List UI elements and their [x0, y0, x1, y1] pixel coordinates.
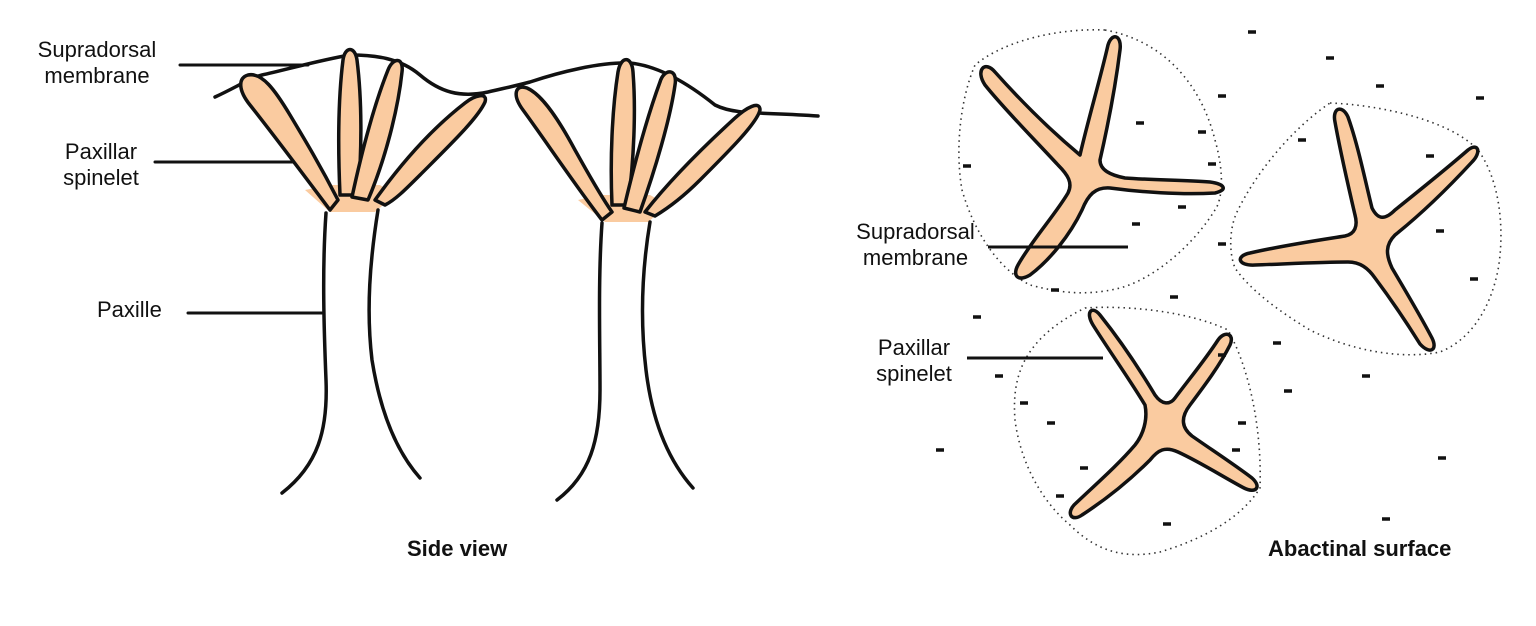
label-line: Supradorsal — [37, 37, 157, 62]
plate-outline-top — [958, 28, 1223, 294]
label-paxillar-spinelet: Paxillar spinelet — [46, 139, 156, 191]
spinelet — [622, 70, 678, 214]
label-abactinal-supradorsal-membrane: Supradorsal membrane — [838, 219, 993, 271]
label-supradorsal-membrane: Supradorsal membrane — [22, 37, 172, 89]
label-line: Paxillar — [64, 139, 138, 164]
label-abactinal-paxillar-spinelet: Paxillar spinelet — [859, 335, 969, 387]
spinelet — [643, 103, 762, 218]
scattered-marks — [936, 30, 1484, 526]
paxille-1 — [239, 47, 488, 495]
plate-outlines — [958, 28, 1502, 556]
label-line: Paxillar — [877, 335, 951, 360]
paxille-2-stalk-right — [640, 220, 695, 490]
plate-outline-bottom — [1013, 306, 1262, 556]
paxillar-spinelet-star-right — [1238, 107, 1480, 352]
spinelet — [239, 73, 340, 212]
spinelet — [609, 57, 637, 207]
paxille-2 — [514, 57, 762, 502]
paxille-2-stalk-left — [555, 221, 604, 502]
label-line: Supradorsal — [856, 219, 975, 244]
abactinal-surface-drawing — [936, 28, 1502, 556]
spinelet — [337, 47, 363, 197]
caption-side-view: Side view — [407, 536, 508, 561]
caption-abactinal-surface: Abactinal surface — [1268, 536, 1452, 561]
side-view-drawing — [153, 47, 820, 502]
spinelet — [350, 58, 404, 202]
spinelet — [373, 94, 488, 207]
paxille-1-stalk-right — [367, 208, 422, 480]
spinelet — [514, 85, 614, 222]
paxillar-spinelet-star-top — [979, 35, 1225, 280]
plate-outline-right — [1229, 102, 1502, 356]
label-paxille: Paxille — [97, 297, 162, 322]
paxille-1-stalk-left — [280, 211, 328, 495]
label-line: membrane — [862, 245, 969, 270]
label-line: spinelet — [63, 165, 139, 190]
label-line: membrane — [44, 63, 150, 88]
label-line: spinelet — [876, 361, 952, 386]
paxillar-spinelet-star-bottom — [1068, 308, 1259, 520]
